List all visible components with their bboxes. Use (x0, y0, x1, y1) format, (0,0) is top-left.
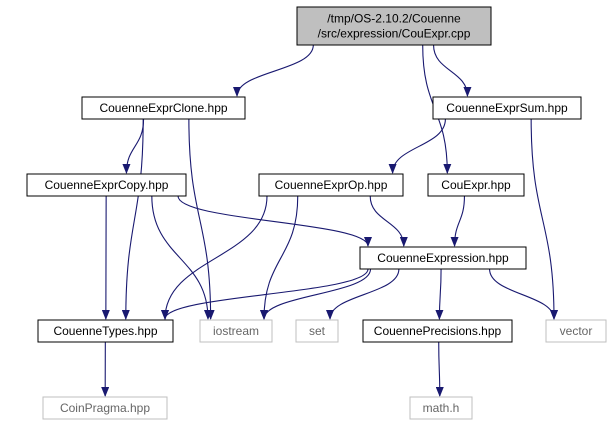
edge-root-to-clone (233, 44, 314, 97)
node-root-label: /tmp/OS-2.10.2/Couenne (327, 12, 461, 26)
node-iostream-box (199, 319, 273, 343)
node-vector-box (545, 319, 607, 343)
node-mathh: math.h (409, 396, 473, 420)
node-clone[interactable]: CouenneExprClone.hpp (81, 96, 246, 120)
edge-clone-to-iostream (188, 118, 215, 320)
node-set-box (295, 319, 339, 343)
node-couexpr[interactable]: CouExpr.hpp (427, 173, 525, 197)
node-op-box (258, 173, 404, 197)
edge-copy-to-expression (177, 195, 372, 247)
node-vector: vector (545, 319, 607, 343)
edge-expression-to-set (326, 268, 400, 320)
node-sum[interactable]: CouenneExprSum.hpp (432, 96, 582, 120)
node-op-label: CouenneExprOp.hpp (275, 178, 388, 192)
edge-sum-to-vector (530, 118, 558, 320)
edges-layer (101, 44, 558, 397)
edge-expression-to-types (161, 268, 369, 320)
node-set-label: set (309, 324, 326, 338)
edge-sum-to-op (388, 118, 446, 174)
node-root-label: /src/expression/CouExpr.cpp (318, 27, 471, 41)
node-expression-box (359, 246, 527, 270)
node-set: set (295, 319, 339, 343)
node-sum-box (432, 96, 582, 120)
node-root-box (296, 6, 492, 46)
node-coinpragma: CoinPragma.hpp (42, 396, 168, 420)
node-root[interactable]: /tmp/OS-2.10.2/Couenne/src/expression/Co… (296, 6, 492, 46)
node-iostream: iostream (199, 319, 273, 343)
node-expression[interactable]: CouenneExpression.hpp (359, 246, 527, 270)
node-sum-label: CouenneExprSum.hpp (446, 101, 568, 115)
node-clone-box (81, 96, 246, 120)
node-copy-label: CouenneExprCopy.hpp (45, 178, 169, 192)
node-couexpr-box (427, 173, 525, 197)
node-vector-label: vector (560, 324, 593, 338)
edge-op-to-expression (369, 195, 408, 247)
node-mathh-label: math.h (423, 401, 460, 415)
node-iostream-label: iostream (213, 324, 259, 338)
node-copy-box (26, 173, 187, 197)
node-coinpragma-box (42, 396, 168, 420)
edge-precisions-to-mathh (435, 341, 444, 397)
edge-root-to-sum (433, 44, 472, 97)
edge-clone-to-types (121, 118, 144, 320)
node-couexpr-label: CouExpr.hpp (441, 178, 511, 192)
node-types-label: CouenneTypes.hpp (53, 324, 157, 338)
edge-copy-to-iostream (151, 195, 212, 320)
node-types[interactable]: CouenneTypes.hpp (37, 319, 174, 343)
nodes-layer: /tmp/OS-2.10.2/Couenne/src/expression/Co… (26, 6, 607, 420)
edge-couexpr-to-expression (450, 195, 465, 247)
edge-expression-to-precisions (435, 268, 444, 320)
edge-expression-to-iostream (260, 268, 372, 320)
edge-clone-to-copy (122, 118, 145, 174)
node-types-box (37, 319, 174, 343)
node-precisions-box (362, 319, 513, 343)
node-op[interactable]: CouenneExprOp.hpp (258, 173, 404, 197)
node-clone-label: CouenneExprClone.hpp (99, 101, 227, 115)
edge-op-to-iostream (260, 195, 299, 320)
node-copy[interactable]: CouenneExprCopy.hpp (26, 173, 187, 197)
node-precisions[interactable]: CouennePrecisions.hpp (362, 319, 513, 343)
node-precisions-label: CouennePrecisions.hpp (374, 324, 502, 338)
node-mathh-box (409, 396, 473, 420)
node-coinpragma-label: CoinPragma.hpp (60, 401, 150, 415)
edge-expression-to-vector (489, 268, 558, 320)
node-expression-label: CouenneExpression.hpp (377, 251, 509, 265)
edge-op-to-types (161, 195, 268, 320)
